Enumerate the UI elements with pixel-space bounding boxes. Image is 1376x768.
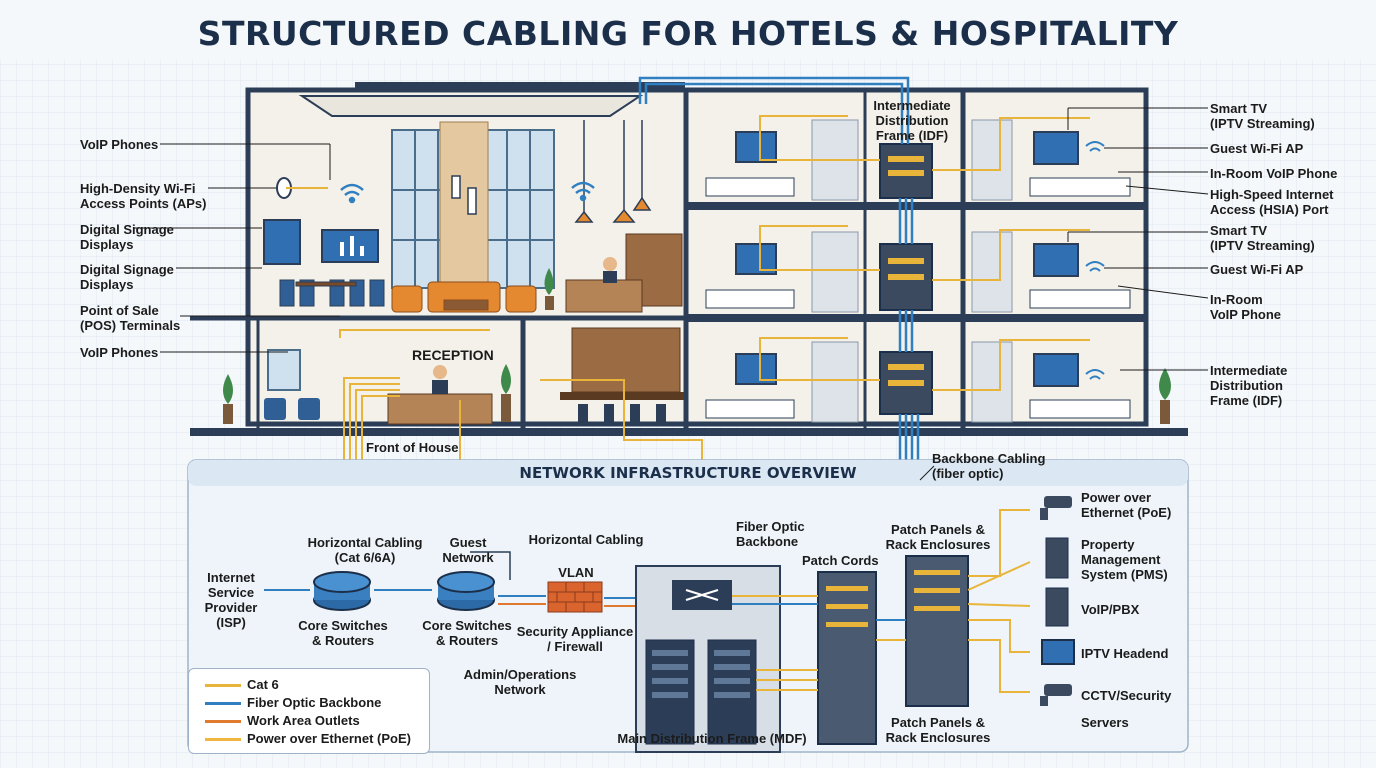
legend-item-cat6: Cat 6 [205,677,279,692]
label-backbone-cabling: Backbone Cabling (fiber optic) [932,451,1046,481]
label-isp: Internet Service Provider (ISP) [204,570,258,630]
pendant-lamps [451,120,652,223]
legend: Cat 6 Fiber Optic Backbone Work Area Out… [188,668,430,754]
lobby-wifi-icon [340,181,595,204]
label-smart-tv-1: Smart TV (IPTV Streaming) [1210,101,1315,131]
label-voip-phones-top: VoIP Phones [80,137,159,152]
mdf-server-slots [652,650,750,698]
lobby-sofa [391,281,537,313]
patch-rack-ports [826,570,960,627]
dining-area [279,279,385,307]
label-patch-cords: Patch Cords [802,553,879,568]
router-core [437,571,495,611]
signage-displays [263,219,379,265]
label-voip-phones-bottom: VoIP Phones [80,345,159,360]
router-isp [313,571,371,611]
cctv-icon-bottom [1040,684,1072,706]
plants [223,268,1171,424]
label-horizontal-cabling-1: Horizontal Cabling (Cat 6/6A) [307,535,423,565]
legend-swatch [205,702,241,706]
label-wifi-aps: High-Density Wi-Fi Access Points (APs) [80,181,207,211]
legend-item-poe: Power over Ethernet (PoE) [205,731,411,746]
ceiling-trim [298,95,644,117]
iptv-monitor-icon [1041,639,1075,665]
guest-rooms [705,119,1131,423]
room-wifi-icons [1085,141,1105,380]
lobby-bar [565,233,683,313]
label-pms: Property Management System (PMS) [1081,537,1168,582]
label-idf-top: Intermediate Distribution Frame (IDF) [873,98,951,143]
label-core-1: Core Switches & Routers [298,618,388,648]
label-patch-panels-bottom: Patch Panels & Rack Enclosures [885,715,991,745]
network-section-title: NETWORK INFRASTRUCTURE OVERVIEW [519,464,857,482]
label-vlan: VLAN [558,565,594,580]
label-core-2: Core Switches & Routers [422,618,512,648]
label-iptv-headend: IPTV Headend [1081,646,1169,661]
firewall [547,581,603,613]
label-fiber-backbone: Fiber Optic Backbone [736,519,805,549]
label-signage-1: Digital Signage Displays [80,222,174,252]
label-guest-network: Guest Network [442,535,494,565]
label-guest-wifi-1: Guest Wi-Fi AP [1210,141,1304,156]
patch-rack-1 [817,571,877,745]
patch-rack-2 [905,555,969,707]
label-voip-room-2: In-Room VoIP Phone [1210,292,1282,322]
label-cctv: CCTV/Security [1081,688,1172,703]
label-poe: Power over Ethernet (PoE) [1081,490,1172,520]
page-title: STRUCTURED CABLING FOR HOTELS & HOSPITAL… [197,14,1179,53]
legend-swatch [205,738,241,742]
label-front-of-house: Front of House [366,440,459,455]
cat6-room-runs [759,115,1090,391]
label-mdf: Main Distribution Frame (MDF) [617,731,807,746]
legend-swatch [205,720,241,724]
wood-column [439,121,489,299]
mdf-switch-glyph [685,589,719,601]
label-reception: RECEPTION [412,347,494,363]
ground-window [267,349,301,391]
label-voip-pbx: VoIP/PBX [1081,602,1140,617]
ground-bar [560,327,684,424]
reception-desk [387,365,493,425]
label-patch-panels-top: Patch Panels & Rack Enclosures [885,522,991,552]
label-idf-right: Intermediate Distribution Frame (IDF) [1210,363,1288,408]
label-signage-2: Digital Signage Displays [80,262,174,292]
label-admin-network: Admin/Operations Network [463,667,577,697]
legend-item-fiber: Fiber Optic Backbone [205,695,381,710]
label-smart-tv-2: Smart TV (IPTV Streaming) [1210,223,1315,253]
leader-lines [134,107,1209,481]
label-pos-terminals: Point of Sale (POS) Terminals [80,303,181,333]
cctv-icon-top [1040,496,1072,520]
network-panel-header [188,460,1188,486]
label-voip-room-1: In-Room VoIP Phone [1210,166,1338,181]
label-guest-wifi-2: Guest Wi-Fi AP [1210,262,1304,277]
pms-server-icon [1045,537,1069,579]
roof-rail [355,82,685,90]
legend-swatch [205,684,241,688]
idf-rack-ports [888,156,924,386]
ground-seating [264,398,320,420]
legend-item-outlets: Work Area Outlets [205,713,360,728]
label-servers: Servers [1081,715,1129,730]
voip-server-icon [1045,587,1069,627]
patch-cord-runs [732,509,1031,693]
label-security-appliance: Security Appliance / Firewall [516,624,634,654]
label-hsia-port: High-Speed Internet Access (HSIA) Port [1210,187,1334,217]
label-horizontal-cabling-2: Horizontal Cabling [528,532,644,547]
